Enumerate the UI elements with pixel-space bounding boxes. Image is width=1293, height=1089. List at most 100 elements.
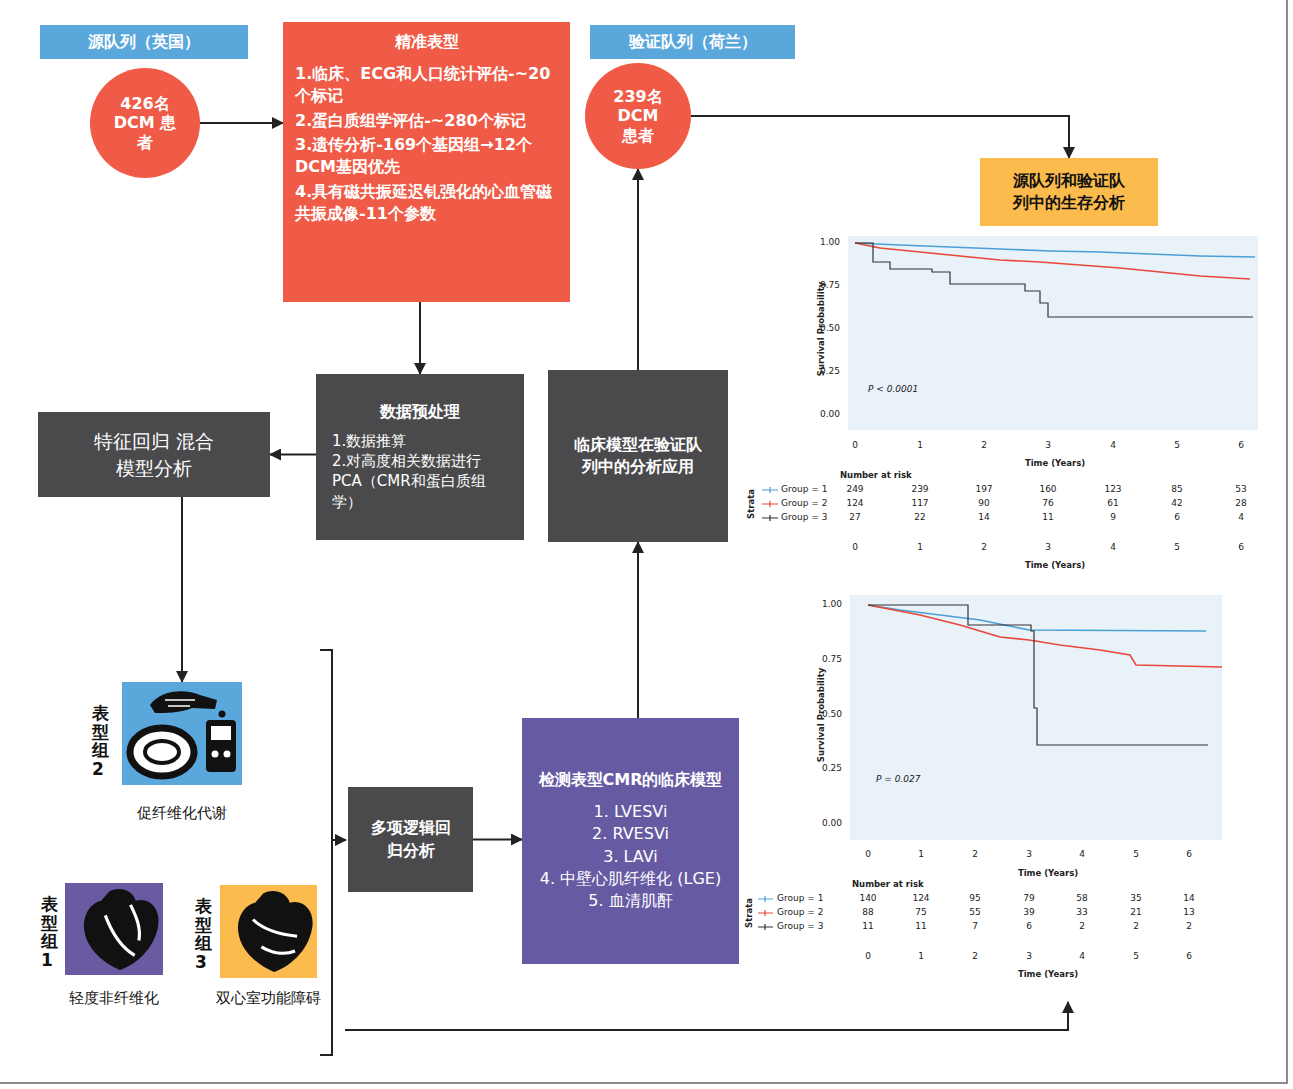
p-value: P = 0.027 — [876, 775, 920, 785]
bracket-arrow — [345, 1002, 1068, 1030]
box-heading: 源队列和验证队列中的生存分析 — [1006, 170, 1132, 215]
axis-tick-label: 1 — [918, 952, 924, 962]
vertical-heading: 表型组3 — [195, 897, 212, 972]
flow-arrow — [637, 542, 639, 718]
glucose-meter-icon — [165, 700, 195, 706]
box-heading: 检测表型CMR的临床模型 — [536, 769, 725, 791]
strata-label: Group = 3 — [781, 513, 827, 523]
risk-count: 6 — [1174, 513, 1180, 523]
strata-label: Group = 3 — [777, 922, 823, 932]
axis-tick-label: 2 — [972, 850, 978, 860]
box-heading: 多项逻辑回归分析 — [370, 817, 451, 862]
risk-count: 124 — [912, 894, 929, 904]
process-box: 临床模型在验证队列中的分析应用 — [548, 370, 728, 542]
vertical-heading: 表型组2 — [92, 704, 109, 779]
risk-count: 14 — [1183, 894, 1194, 904]
heart-icon — [253, 920, 297, 954]
box-item: 3. LAVi — [536, 846, 725, 868]
risk-count: 53 — [1235, 485, 1246, 495]
axis-tick-label: 2 — [981, 543, 987, 553]
box-heading: 验证队列（荷兰） — [598, 32, 787, 51]
strata-sample — [758, 896, 773, 902]
axis-tick-label: 5 — [1174, 543, 1180, 553]
axis-tick-label: 1 — [917, 441, 923, 451]
risk-count: 197 — [975, 485, 992, 495]
glucose-meter-icon — [145, 741, 179, 763]
risk-count: 123 — [1104, 485, 1121, 495]
flow-arrow — [270, 454, 316, 456]
risk-count: 61 — [1107, 499, 1118, 509]
risk-count: 39 — [1023, 908, 1034, 918]
axis-tick-label: 6 — [1186, 850, 1192, 860]
axis-tick-label: 1.00 — [822, 600, 842, 610]
process-box: 特征回归 混合模型分析 — [38, 412, 270, 497]
strata-sample — [762, 515, 778, 521]
box-heading: 源队列（英国） — [48, 32, 240, 51]
risk-count: 21 — [1130, 908, 1141, 918]
risk-count: 2 — [1186, 922, 1192, 932]
risk-count: 11 — [862, 922, 873, 932]
risk-count: 58 — [1076, 894, 1087, 904]
axis-title: Survival Probability — [817, 282, 826, 376]
icon-caption: 双心室功能障碍 — [216, 989, 321, 1007]
box-heading: 特征回归 混合模型分析 — [92, 428, 216, 481]
axis-tick-label: 0 — [865, 952, 871, 962]
risk-count: 35 — [1130, 894, 1141, 904]
risk-count: 9 — [1110, 513, 1116, 523]
phenotype-icon: 表型组2促纤维化代谢 — [122, 682, 242, 785]
heart-icon — [238, 891, 313, 972]
axis-tick-label: 6 — [1238, 543, 1244, 553]
axis-tick-label: 0.00 — [820, 410, 840, 420]
axis-tick-label: 3 — [1026, 952, 1032, 962]
flow-arrow — [637, 169, 639, 370]
axis-tick-label: 1 — [917, 543, 923, 553]
strata-sample — [762, 487, 778, 521]
axis-tick-label: 2 — [972, 952, 978, 962]
flow-arrow — [473, 839, 522, 841]
risk-count: 239 — [911, 485, 928, 495]
risk-count: 140 — [859, 894, 876, 904]
box-item: 5. 血清肌酐 — [536, 890, 725, 912]
box-item: 2. RVESVi — [536, 823, 725, 845]
risk-count: 22 — [914, 513, 925, 523]
process-box: 多项逻辑回归分析 — [348, 787, 473, 892]
box-heading: 临床模型在验证队列中的分析应用 — [572, 434, 704, 479]
survival-curve — [855, 243, 1255, 257]
axis-tick-label: 0.00 — [822, 819, 842, 829]
axis-title: Time (Years) — [1025, 561, 1085, 570]
flow-arrow — [181, 497, 183, 682]
risk-count: 27 — [849, 513, 860, 523]
heart-icon — [238, 891, 313, 972]
phenotype-icon: 表型组1轻度非纤维化 — [65, 883, 163, 975]
glucose-meter-icon — [219, 711, 226, 718]
glucose-meter-icon — [150, 691, 217, 713]
axis-title: Strata — [747, 489, 756, 519]
phenotype-icon: 表型组3双心室功能障碍 — [220, 885, 317, 978]
axis-title: Time (Years) — [1025, 459, 1085, 468]
risk-count: 117 — [911, 499, 928, 509]
box-item: 1. LVESVi — [536, 801, 725, 823]
axis-tick-label: 6 — [1186, 952, 1192, 962]
box-item: 4.具有磁共振延迟钆强化的心血管磁共振成像-11个参数 — [295, 181, 558, 226]
box-heading: 数据预处理 — [332, 402, 508, 423]
box-heading: 239名 DCM 患者 — [607, 87, 669, 145]
risk-count: 249 — [846, 485, 863, 495]
axis-title: Time (Years) — [1018, 970, 1078, 979]
axis-tick-label: 3 — [1045, 441, 1051, 451]
risk-count: 13 — [1183, 908, 1194, 918]
axis-tick-label: 4 — [1110, 543, 1116, 553]
axis-tick-label: 5 — [1133, 850, 1139, 860]
table-title: Number at risk — [852, 880, 924, 889]
risk-count: 42 — [1171, 499, 1182, 509]
plot-area — [848, 236, 1258, 430]
risk-count: 55 — [969, 908, 980, 918]
risk-count: 14 — [978, 513, 989, 523]
risk-count: 79 — [1023, 894, 1034, 904]
strata-sample — [762, 487, 778, 493]
axis-tick-label: 3 — [1026, 850, 1032, 860]
strata-sample — [758, 924, 773, 930]
risk-count: 160 — [1039, 485, 1056, 495]
